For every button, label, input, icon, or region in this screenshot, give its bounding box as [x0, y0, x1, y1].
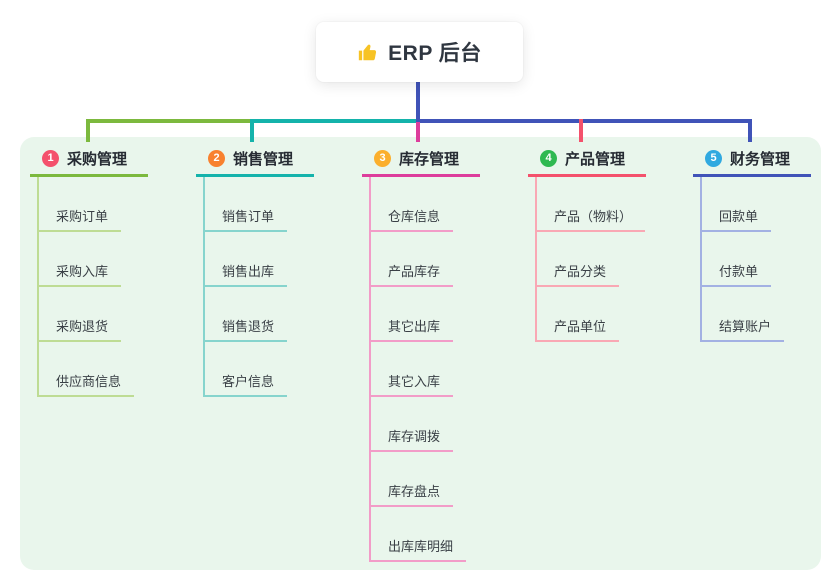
child-node-1-4[interactable]: 供应商信息: [39, 342, 135, 397]
bus-segment-2: [250, 119, 418, 123]
child-node-2-4[interactable]: 客户信息: [205, 342, 288, 397]
branch-number-badge-3: 3: [374, 150, 391, 167]
root-connector-line: [416, 82, 420, 120]
branch-children-5: 回款单付款单结算账户: [700, 177, 839, 342]
child-node-3-2[interactable]: 产品库存: [371, 232, 454, 287]
branch-title-4: 产品管理: [565, 151, 626, 168]
branch-header-1[interactable]: 1 采购管理: [30, 146, 148, 177]
branch-children-4: 产品（物料）产品分类产品单位: [535, 177, 678, 342]
branch-number-badge-4: 4: [540, 150, 557, 167]
child-node-4-2[interactable]: 产品分类: [537, 232, 620, 287]
branch-number-badge-5: 5: [705, 150, 722, 167]
branch-children-1: 采购订单采购入库采购退货供应商信息: [37, 177, 180, 397]
child-node-5-1[interactable]: 回款单: [702, 177, 772, 232]
branch-3: 3 库存管理仓库信息产品库存其它出库其它入库库存调拨库存盘点出库库明细: [362, 146, 512, 562]
child-node-3-3[interactable]: 其它出库: [371, 287, 454, 342]
branch-header-3[interactable]: 3 库存管理: [362, 146, 480, 177]
branch-2: 2 销售管理销售订单销售出库销售退货客户信息: [196, 146, 346, 397]
branch-number-badge-2: 2: [208, 150, 225, 167]
branch-header-2[interactable]: 2 销售管理: [196, 146, 314, 177]
branch-drop-line-1: [86, 119, 90, 142]
child-node-4-3[interactable]: 产品单位: [537, 287, 620, 342]
child-node-2-2[interactable]: 销售出库: [205, 232, 288, 287]
child-node-5-3[interactable]: 结算账户: [702, 287, 785, 342]
branch-drop-line-4: [579, 119, 583, 142]
child-node-5-2[interactable]: 付款单: [702, 232, 772, 287]
branch-title-1: 采购管理: [67, 151, 128, 168]
bus-segment-3: [416, 119, 752, 123]
child-node-3-6[interactable]: 库存盘点: [371, 452, 454, 507]
thumbs-up-icon: [359, 44, 377, 61]
branch-number-badge-1: 1: [42, 150, 59, 167]
branch-children-2: 销售订单销售出库销售退货客户信息: [203, 177, 346, 397]
branch-children-3: 仓库信息产品库存其它出库其它入库库存调拨库存盘点出库库明细: [369, 177, 512, 562]
child-node-1-1[interactable]: 采购订单: [39, 177, 122, 232]
branch-1: 1 采购管理采购订单采购入库采购退货供应商信息: [30, 146, 180, 397]
branch-drop-line-2: [250, 119, 254, 142]
child-node-2-3[interactable]: 销售退货: [205, 287, 288, 342]
branch-drop-line-5: [748, 119, 752, 142]
branch-title-2: 销售管理: [233, 151, 294, 168]
child-node-3-4[interactable]: 其它入库: [371, 342, 454, 397]
child-node-3-7[interactable]: 出库库明细: [371, 507, 467, 562]
branch-5: 5 财务管理回款单付款单结算账户: [693, 146, 839, 342]
branch-header-4[interactable]: 4 产品管理: [528, 146, 646, 177]
child-node-4-1[interactable]: 产品（物料）: [537, 177, 646, 232]
branch-title-3: 库存管理: [399, 151, 460, 168]
child-node-2-1[interactable]: 销售订单: [205, 177, 288, 232]
child-node-3-1[interactable]: 仓库信息: [371, 177, 454, 232]
branch-drop-line-3: [416, 122, 420, 142]
root-label: ERP 后台: [388, 42, 482, 65]
branches-panel: [20, 137, 821, 570]
root-node[interactable]: ERP 后台: [316, 22, 523, 82]
branch-4: 4 产品管理产品（物料）产品分类产品单位: [528, 146, 678, 342]
branch-title-5: 财务管理: [730, 151, 791, 168]
child-node-1-3[interactable]: 采购退货: [39, 287, 122, 342]
branch-header-5[interactable]: 5 财务管理: [693, 146, 811, 177]
child-node-3-5[interactable]: 库存调拨: [371, 397, 454, 452]
bus-segment-1: [86, 119, 252, 123]
child-node-1-2[interactable]: 采购入库: [39, 232, 122, 287]
